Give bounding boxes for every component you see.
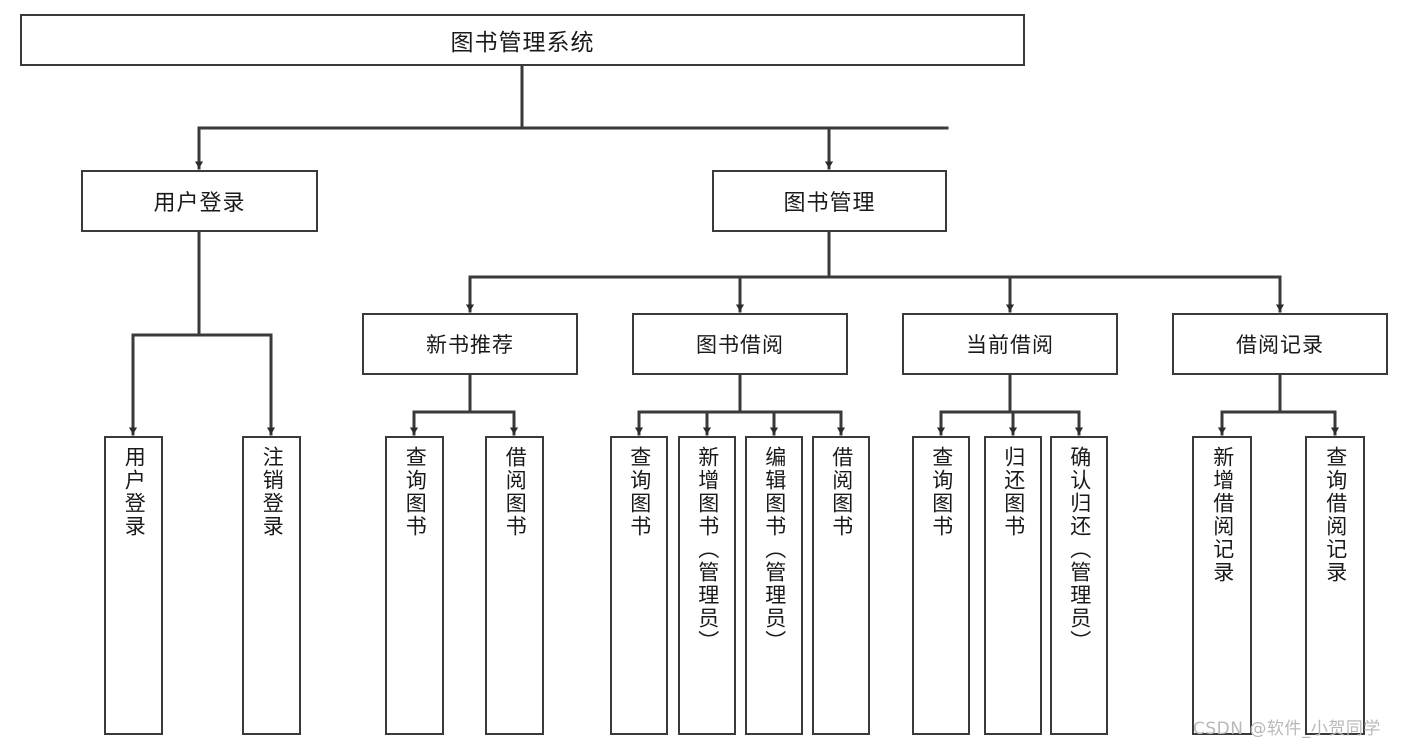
node-new-book-recommendation[interactable]: 新书推荐 (362, 313, 578, 375)
node-book-borrow-label: 图书借阅 (696, 333, 784, 357)
leaf-return-books-label: 归还图书 (1001, 446, 1026, 538)
leaf-query-books-bb-label: 查询图书 (627, 446, 652, 538)
leaf-add-book-admin[interactable]: 新增图书（管理员） (678, 436, 736, 735)
node-root[interactable]: 图书管理系统 (20, 14, 1025, 66)
node-book-management-label: 图书管理 (783, 191, 876, 216)
leaf-add-borrow-record-label: 新增借阅记录 (1210, 446, 1235, 584)
leaf-borrow-books-nbr[interactable]: 借阅图书 (485, 436, 544, 735)
node-borrow-record-label: 借阅记录 (1236, 333, 1324, 357)
node-user-login-label: 用户登录 (153, 191, 246, 216)
leaf-query-books-nbr-label: 查询图书 (403, 446, 428, 538)
node-root-label: 图书管理系统 (450, 30, 595, 56)
leaf-query-books-nbr[interactable]: 查询图书 (385, 436, 444, 735)
leaf-borrow-books-nbr-label: 借阅图书 (503, 446, 528, 538)
node-user-login[interactable]: 用户登录 (81, 170, 318, 232)
node-borrow-record[interactable]: 借阅记录 (1172, 313, 1388, 375)
node-current-borrow[interactable]: 当前借阅 (902, 313, 1118, 375)
leaf-edit-book-admin[interactable]: 编辑图书（管理员） (745, 436, 803, 735)
node-new-book-recommendation-label: 新书推荐 (426, 333, 514, 357)
watermark: CSDN @软件_小贺同学 (1193, 719, 1381, 739)
leaf-return-books[interactable]: 归还图书 (984, 436, 1042, 735)
leaf-borrow-books-bb-label: 借阅图书 (829, 446, 854, 538)
leaf-query-books-cb[interactable]: 查询图书 (912, 436, 970, 735)
node-book-management[interactable]: 图书管理 (712, 170, 947, 232)
leaf-query-books-cb-label: 查询图书 (929, 446, 954, 538)
leaf-edit-book-admin-label: 编辑图书（管理员） (762, 446, 787, 653)
leaf-query-books-bb[interactable]: 查询图书 (610, 436, 668, 735)
leaf-confirm-return-admin-label: 确认归还（管理员） (1067, 446, 1092, 653)
leaf-query-borrow-record[interactable]: 查询借阅记录 (1305, 436, 1365, 735)
leaf-add-borrow-record[interactable]: 新增借阅记录 (1192, 436, 1252, 735)
leaf-add-book-admin-label: 新增图书（管理员） (695, 446, 720, 653)
leaf-confirm-return-admin[interactable]: 确认归还（管理员） (1050, 436, 1108, 735)
node-book-borrow[interactable]: 图书借阅 (632, 313, 848, 375)
leaf-borrow-books-bb[interactable]: 借阅图书 (812, 436, 870, 735)
leaf-logout-label: 注销登录 (260, 446, 285, 538)
leaf-logout[interactable]: 注销登录 (242, 436, 301, 735)
node-current-borrow-label: 当前借阅 (966, 333, 1054, 357)
leaf-user-login[interactable]: 用户登录 (104, 436, 163, 735)
leaf-query-borrow-record-label: 查询借阅记录 (1323, 446, 1348, 584)
leaf-user-login-label: 用户登录 (122, 446, 147, 538)
